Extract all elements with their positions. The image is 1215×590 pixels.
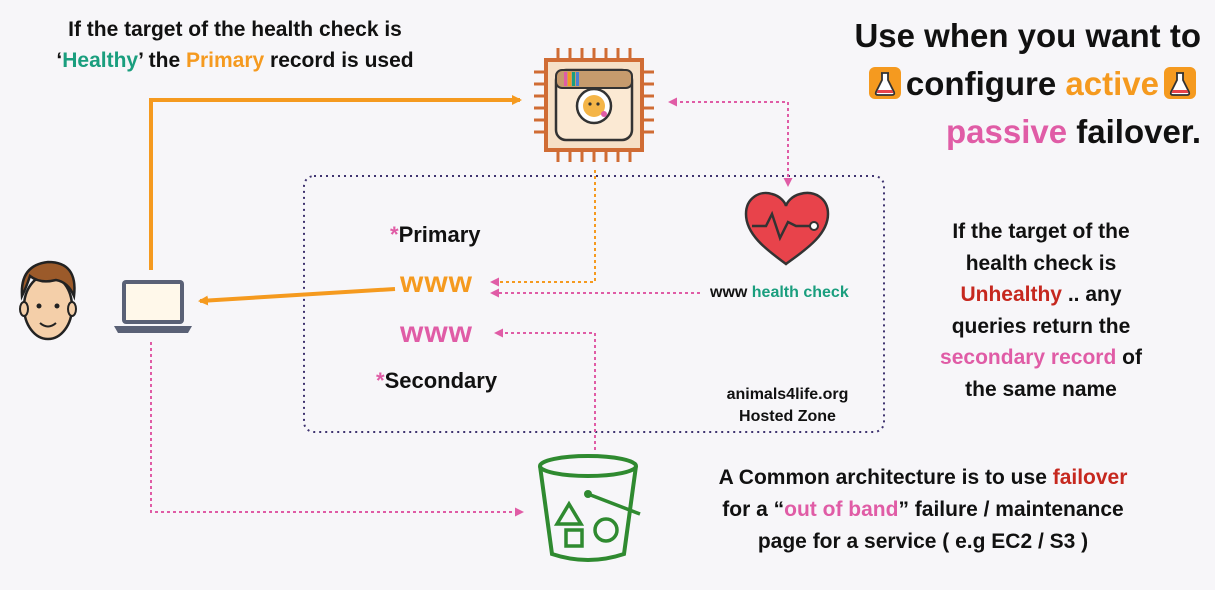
www-primary-record: www	[400, 266, 474, 299]
title-line1: Use when you want to	[854, 17, 1201, 54]
primary-text: Primary	[398, 222, 481, 247]
hosted-zone-type: Hosted Zone	[739, 408, 836, 425]
secondary-text: Secondary	[384, 368, 498, 393]
architecture-line2-start: for a “	[722, 498, 785, 521]
primary-record-label: *Primary	[390, 222, 481, 248]
arrow-instance-to-www-primary	[490, 170, 596, 287]
architecture-note: A Common architecture is to use failover…	[668, 462, 1178, 558]
primary-keyword: Primary	[185, 49, 265, 72]
title-active: active	[1065, 65, 1159, 102]
healthy-note: If the target of the health check is ‘He…	[0, 14, 470, 76]
flask-icon	[868, 67, 901, 100]
unhealthy-line5-rest: of	[1116, 346, 1142, 369]
page-title: Use when you want to configure active pa…	[854, 12, 1201, 156]
title-configure: configure	[905, 65, 1066, 102]
health-check-www: www	[710, 284, 752, 301]
architecture-note-line2: for a “out of band” failure / maintenanc…	[668, 494, 1178, 526]
healthy-close-quote: ’	[138, 49, 143, 72]
arrow-laptop-to-bucket	[150, 342, 524, 517]
arrow-www-primary-to-laptop	[198, 287, 396, 306]
s3-bucket-icon	[538, 454, 641, 562]
secondary-record-label: *Secondary	[376, 368, 497, 394]
out-of-band-keyword: out of band	[784, 498, 899, 521]
unhealthy-note-line4: queries return the	[951, 314, 1131, 338]
hosted-zone-label: animals4life.org Hosted Zone	[700, 384, 875, 428]
healthy-note-line1: If the target of the health check is	[68, 18, 402, 41]
architecture-line1-start: A Common architecture is to use	[718, 466, 1053, 489]
www-secondary-record: www	[400, 316, 474, 349]
title-line3: passive failover.	[854, 108, 1201, 156]
secondary-record-keyword: secondary record	[940, 346, 1117, 369]
arrow-laptop-to-primary-instance	[149, 95, 522, 270]
unhealthy-note-line3: Unhealthy .. any	[916, 279, 1166, 311]
title-line2: configure active	[854, 60, 1201, 108]
heart-health-icon	[744, 191, 830, 266]
healthy-open-quote: ‘	[56, 49, 63, 72]
laptop-icon	[114, 280, 192, 333]
primary-star: *	[390, 222, 399, 247]
healthy-keyword: Healthy	[62, 49, 139, 72]
user-face-icon	[19, 260, 77, 341]
healthy-the: the	[142, 49, 186, 72]
hosted-zone-name: animals4life.org	[726, 386, 849, 403]
health-check-text: health check	[751, 284, 849, 301]
health-check-label: www health check	[710, 284, 849, 302]
secondary-star: *	[376, 368, 385, 393]
unhealthy-line3-rest: .. any	[1061, 283, 1122, 306]
unhealthy-note-line6: the same name	[965, 377, 1117, 401]
failover-keyword: failover	[1052, 466, 1128, 489]
flask-icon	[1164, 67, 1196, 100]
ec2-instance-chip-icon	[534, 48, 654, 162]
architecture-note-line1: A Common architecture is to use failover	[668, 462, 1178, 494]
unhealthy-note-line5: secondary record of	[916, 342, 1166, 374]
unhealthy-note: If the target of the health check is Unh…	[916, 216, 1166, 405]
unhealthy-keyword: Unhealthy	[960, 283, 1062, 306]
title-passive: passive	[946, 113, 1068, 150]
healthy-note-line2: ‘Healthy’ the Primary record is used	[0, 45, 470, 76]
unhealthy-note-line2: health check is	[965, 251, 1117, 275]
healthy-rest: record is used	[264, 49, 414, 72]
unhealthy-note-line1: If the target of the	[952, 220, 1130, 243]
architecture-line2-rest: ” failure / maintenance	[898, 498, 1124, 521]
arrow-bucket-to-www-secondary	[494, 328, 596, 450]
title-failover: failover.	[1067, 113, 1201, 150]
arrow-health-check-to-instance	[668, 97, 789, 183]
architecture-note-line3: page for a service ( e.g EC2 / S3 )	[757, 530, 1089, 553]
